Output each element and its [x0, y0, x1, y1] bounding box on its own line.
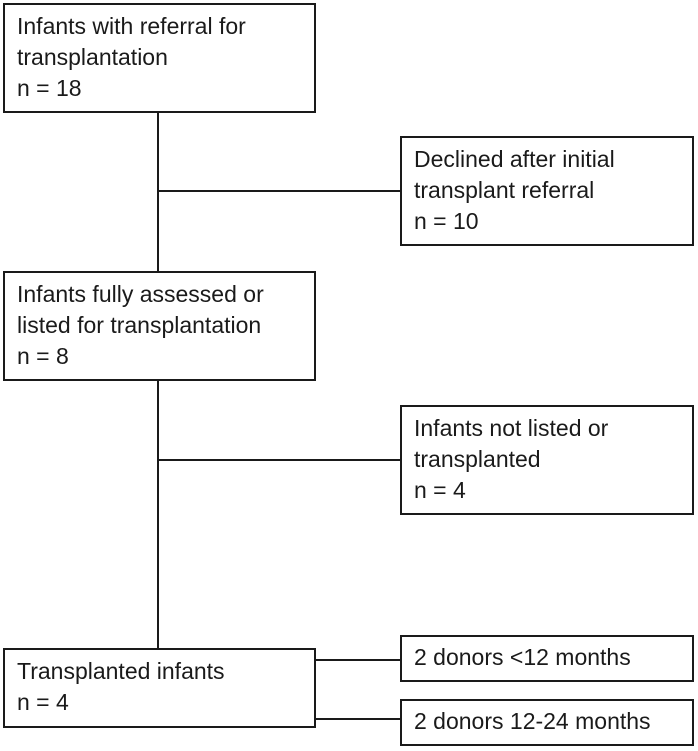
- connector-assessed-to-transplanted: [157, 380, 159, 649]
- declined-label-line-1: Declined after initial: [414, 146, 615, 172]
- assessed-label-line-2: listed for transplantation: [17, 312, 262, 338]
- transplanted-label: Transplanted infants: [17, 658, 225, 684]
- connector-to-not-listed: [158, 459, 401, 461]
- assessed-label-line-1: Infants fully assessed or: [17, 281, 264, 307]
- assessed-count: n = 8: [17, 343, 69, 369]
- transplanted-count: n = 4: [17, 689, 69, 715]
- not-listed-count: n = 4: [414, 477, 466, 503]
- donors-under-12-box: 2 donors <12 months: [400, 635, 694, 682]
- not-listed-label-line-1: Infants not listed or: [414, 415, 609, 441]
- referral-count: n = 18: [17, 75, 82, 101]
- assessed-box: Infants fully assessed or listed for tra…: [3, 271, 316, 381]
- declined-count: n = 10: [414, 208, 479, 234]
- donors-under-12-label: 2 donors <12 months: [414, 644, 631, 670]
- not-listed-label-line-2: transplanted: [414, 446, 541, 472]
- donors-12-24-label: 2 donors 12-24 months: [414, 708, 651, 734]
- transplanted-box: Transplanted infants n = 4: [3, 648, 316, 728]
- connector-to-declined: [158, 190, 401, 192]
- referral-label-line-1: Infants with referral for: [17, 13, 246, 39]
- referral-box: Infants with referral for transplantatio…: [3, 3, 316, 113]
- connector-to-donors-12-24: [314, 718, 401, 720]
- donors-12-24-box: 2 donors 12-24 months: [400, 699, 694, 746]
- connector-to-donors-under-12: [314, 659, 401, 661]
- not-listed-box: Infants not listed or transplanted n = 4: [400, 405, 694, 515]
- declined-box: Declined after initial transplant referr…: [400, 136, 694, 246]
- referral-label-line-2: transplantation: [17, 44, 168, 70]
- declined-label-line-2: transplant referral: [414, 177, 595, 203]
